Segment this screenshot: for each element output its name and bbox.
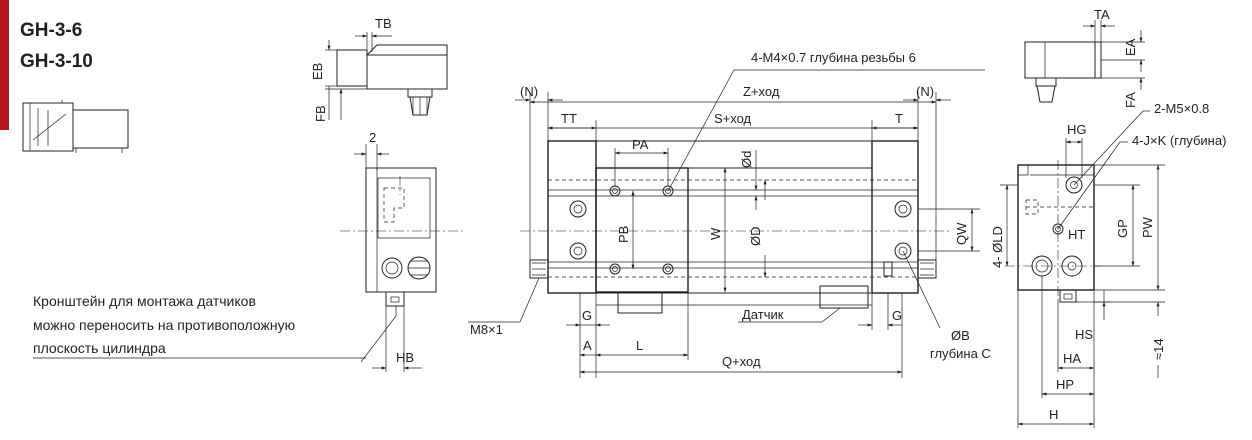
label-h: H: [1049, 407, 1058, 422]
note-line-1: Кронштейн для монтажа датчиков: [33, 293, 256, 309]
label-ht: HT: [1068, 227, 1085, 242]
label-gp: GP: [1115, 219, 1130, 238]
label-tt: TT: [561, 111, 577, 126]
label-qw: QW: [954, 222, 969, 245]
label-fb: FB: [313, 105, 328, 122]
label-pa: PA: [632, 137, 649, 152]
label-phi-d: Ød: [739, 151, 754, 168]
label-pb: PB: [616, 226, 631, 243]
bracket-b-view: [325, 32, 448, 120]
note-line-2: можно переносить на противоположную: [33, 317, 295, 333]
label-depth-c: глубина С: [930, 346, 991, 361]
model-title-2: GH-3-10: [20, 51, 93, 72]
label-l: L: [636, 338, 643, 353]
label-hb: HB: [396, 350, 414, 365]
label-q-stroke: Q+ход: [722, 354, 761, 369]
bracket-a-view: [1024, 20, 1145, 103]
label-z-stroke: Z+ход: [743, 84, 780, 99]
end-view: [1000, 110, 1165, 428]
label-n-right: (N): [916, 84, 934, 99]
label-pw: PW: [1140, 216, 1155, 238]
label-two: 2: [369, 130, 376, 145]
side-view: [340, 144, 466, 372]
note-line-3: плоскость цилиндра: [33, 340, 166, 356]
label-eb: EB: [310, 63, 325, 80]
label-m8: M8×1: [470, 322, 503, 337]
label-a: A: [583, 338, 592, 353]
accent-bar: [0, 0, 9, 130]
label-ld: 4- ØLD: [990, 226, 1005, 268]
label-g-left: G: [582, 308, 592, 323]
label-phi-b: ØB: [951, 328, 970, 343]
model-title-1: GH-3-6: [20, 20, 83, 41]
label-hp: HP: [1056, 377, 1074, 392]
label-ta: TA: [1094, 7, 1110, 22]
label-s-stroke: S+ход: [714, 111, 752, 126]
label-ha: HA: [1063, 351, 1081, 366]
front-view: [468, 69, 985, 378]
label-hs: HS: [1075, 327, 1093, 342]
label-m5: 2-M5×0.8: [1154, 101, 1209, 116]
label-approx14: ≈14: [1151, 338, 1166, 360]
label-jk: 4-J×K (глубина): [1132, 133, 1226, 148]
label-fa: FA: [1123, 92, 1138, 108]
label-phi-D: ØD: [748, 227, 763, 247]
label-n-left: (N): [520, 84, 538, 99]
label-w: W: [708, 227, 723, 240]
label-g-right: G: [892, 308, 902, 323]
label-hg: HG: [1067, 122, 1087, 137]
label-sensor: Датчик: [742, 307, 784, 322]
label-t: T: [895, 111, 903, 126]
cylinder-thumbnail-icon: [22, 100, 129, 153]
label-ea: EA: [1123, 38, 1138, 56]
label-thread-top: 4-M4×0.7 глубина резьбы 6: [751, 50, 916, 65]
label-tb: TB: [375, 16, 392, 31]
